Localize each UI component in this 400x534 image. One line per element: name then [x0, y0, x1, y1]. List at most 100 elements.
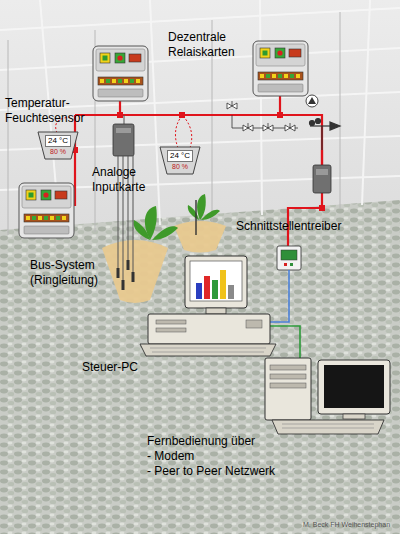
relay-card [253, 41, 308, 96]
remote-pc [282, 424, 374, 428]
control-pc [150, 348, 266, 352]
pump-symbol [306, 95, 318, 107]
interface-driver [281, 250, 297, 260]
sensor-feed-line [184, 117, 192, 148]
control-pc [156, 320, 186, 324]
sensor-feed-line [175, 116, 182, 148]
greenhouse-posts [8, 40, 9, 235]
remote-pc [270, 365, 306, 370]
weather-station [310, 121, 315, 126]
soil-probe [195, 200, 196, 235]
weather-interface-box [313, 165, 331, 193]
pump-symbol [306, 95, 318, 107]
analog-input-card [122, 280, 125, 290]
part-label: - Peer to Peer Netzwerk [147, 464, 297, 479]
part-label: Schnittstellentreiber [236, 219, 376, 234]
plant-pot [102, 240, 168, 303]
remote-pc [272, 420, 384, 434]
part-label: Analoge Inputkarte [92, 165, 156, 195]
weather-station [316, 119, 321, 124]
control-pc [190, 261, 242, 301]
roof-trusses [150, 0, 160, 225]
control-pc [220, 270, 226, 299]
bus-junction [277, 112, 283, 118]
control-pc [204, 276, 210, 299]
pump-symbol [308, 97, 316, 104]
control-pc [196, 283, 202, 299]
analog-input-card [117, 268, 120, 278]
remote-pc [270, 374, 306, 379]
control-pc [206, 308, 226, 314]
plant-leaves [201, 210, 220, 220]
valve-symbol [243, 123, 253, 131]
control-pc [212, 280, 218, 299]
analog-input-card [124, 115, 125, 125]
control-pc [140, 256, 276, 356]
control-pc [228, 285, 234, 299]
roof-trusses [362, 0, 370, 205]
part-label: Steuer-PC [82, 360, 162, 375]
bus-ring-line [321, 150, 323, 165]
bus-junction [179, 112, 185, 118]
valve-symbol [263, 123, 273, 131]
bus-junction [117, 112, 123, 118]
roof-trusses [260, 0, 262, 215]
greenhouse-posts [340, 12, 341, 208]
humidity-reading: 80 % [38, 147, 78, 156]
valve-symbol [227, 101, 237, 109]
plant-leaves [197, 194, 206, 220]
plant-leaves [152, 226, 178, 240]
plant-leaves [134, 194, 220, 240]
sensor-shape [160, 147, 200, 174]
control-pc [156, 328, 186, 332]
control-pc [148, 314, 270, 344]
analog-input-card [132, 272, 135, 282]
weather-station [310, 119, 341, 151]
control-pc [140, 344, 276, 356]
analog-input-card [113, 115, 135, 290]
control-pc [246, 320, 262, 328]
remote-pc [265, 358, 390, 434]
valve-symbol [285, 123, 295, 131]
remote-pc [343, 414, 365, 419]
remote-pc [318, 360, 390, 414]
plant-rows [0, 200, 400, 534]
interface-driver [290, 263, 293, 266]
interface-driver [277, 246, 301, 270]
sensor-housing: 24 °C80 % [160, 147, 200, 174]
weather-interface-box [313, 165, 331, 193]
control-pc [185, 256, 247, 308]
plant-leaves [134, 220, 150, 240]
plant-leaves [188, 205, 199, 220]
part-label: Bus-System (Ringleitung) [30, 258, 114, 288]
interface-driver [277, 246, 301, 270]
remote-pc [270, 383, 306, 388]
bus-junction [319, 205, 325, 211]
weather-station [330, 122, 340, 130]
temperature-reading: 24 °C [167, 150, 193, 162]
weather-interface-box [316, 169, 328, 175]
remote-pc [324, 365, 384, 408]
author-credit: M. Beck FH Weihenstephan [303, 521, 400, 529]
relay-card [93, 46, 148, 101]
part-label: - Modem [147, 449, 277, 464]
plant-pot [174, 221, 226, 253]
humidity-reading: 80 % [160, 162, 200, 171]
weather-station [321, 126, 322, 150]
part-label: Fernbedienung über [147, 434, 277, 449]
temperature-reading: 24 °C [45, 135, 71, 147]
analog-input-card [127, 260, 130, 270]
part-label: Dezentrale Relaiskarten [168, 30, 246, 60]
interface-driver [284, 263, 287, 266]
analog-input-card [116, 128, 131, 133]
relay-card [19, 183, 74, 238]
remote-pc [265, 358, 311, 420]
sensor-shape [38, 132, 78, 159]
analog-input-card [117, 260, 135, 290]
part-label: Temperatur-Feuchtesensor [5, 96, 87, 126]
bus-junction [72, 112, 325, 211]
sensor-housing: 24 °C80 % [38, 132, 78, 159]
